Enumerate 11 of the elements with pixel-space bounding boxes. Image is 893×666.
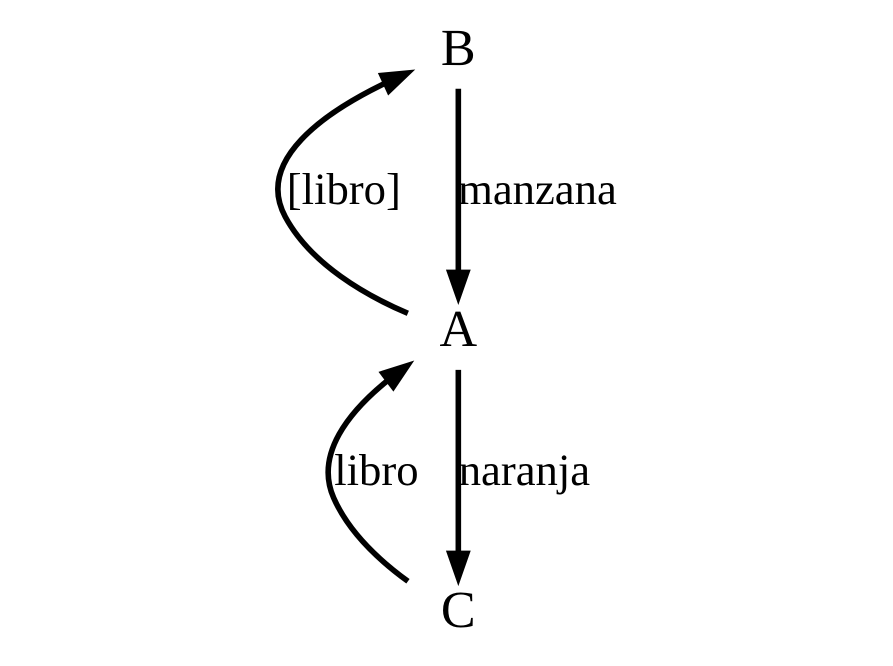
edge-label: libro (334, 445, 418, 496)
arrow (445, 370, 470, 586)
node-text: C (440, 582, 476, 639)
arrow (274, 70, 415, 316)
edge-label: manzana (458, 164, 616, 214)
arrow (445, 88, 470, 306)
edge-label: naranja (458, 445, 590, 496)
arrow (325, 360, 414, 584)
node-text: B (440, 20, 476, 77)
node-text: A (439, 300, 477, 358)
edge-label: [libro] (286, 164, 400, 214)
